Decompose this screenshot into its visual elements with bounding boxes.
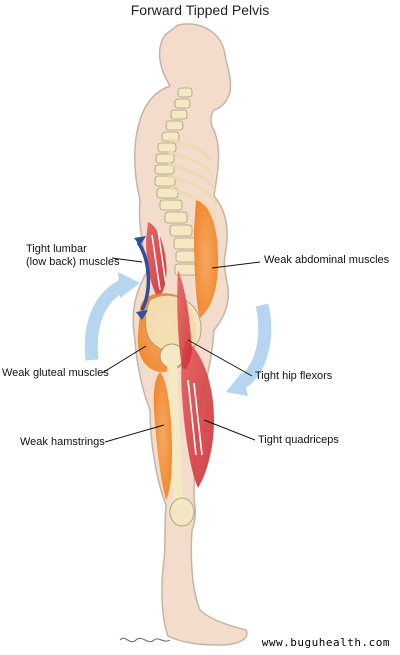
label-tight-lumbar-line1: Tight lumbar: [26, 243, 87, 255]
label-weak-gluteal: Weak gluteal muscles: [2, 367, 109, 379]
lumbar-arrowhead-bottom: [136, 310, 148, 320]
arrowhead-back: [118, 272, 140, 298]
quad-tension-arrows: [187, 379, 203, 456]
label-weak-abdominal: Weak abdominal muscles: [264, 254, 390, 266]
spine: [154, 87, 199, 276]
label-tight-lumbar: Tight lumbar (low back) muscles: [26, 243, 120, 269]
knee: [169, 497, 195, 527]
label-tight-hip-flexors: Tight hip flexors: [255, 370, 333, 382]
lumbar-tension-arrows: [151, 229, 167, 291]
lumbar-arrowhead-top: [134, 236, 146, 246]
arrowhead-front: [226, 372, 248, 396]
hip-flexor-muscle: [177, 270, 192, 370]
leader-weak-gluteal: [101, 345, 147, 374]
pelvis-rotation-arrow-back: [84, 279, 128, 361]
label-tight-lumbar-line2: (low back) muscles: [26, 256, 120, 268]
pelvis-rotation-arrow-front: [236, 303, 272, 390]
leader-tight-hip-flexors: [187, 339, 253, 377]
leader-weak-abdominal: [211, 261, 261, 269]
leader-tight-lumbar: [111, 257, 143, 263]
hamstring-muscle: [153, 372, 172, 500]
label-tight-quadriceps: Tight quadriceps: [258, 434, 339, 446]
watermark: www.buguhealth.com: [261, 636, 390, 649]
rib-cage: [167, 138, 218, 221]
leader-weak-hamstrings: [104, 424, 165, 443]
label-weak-hamstrings: Weak hamstrings: [20, 436, 105, 448]
lumbar-arrow: [136, 241, 151, 311]
diagram-title: Forward Tipped Pelvis: [130, 2, 270, 18]
leader-tight-quadriceps: [203, 419, 256, 441]
femur-bone: [167, 357, 183, 505]
abdominal-muscle: [194, 200, 218, 318]
artist-signature: [119, 637, 171, 643]
